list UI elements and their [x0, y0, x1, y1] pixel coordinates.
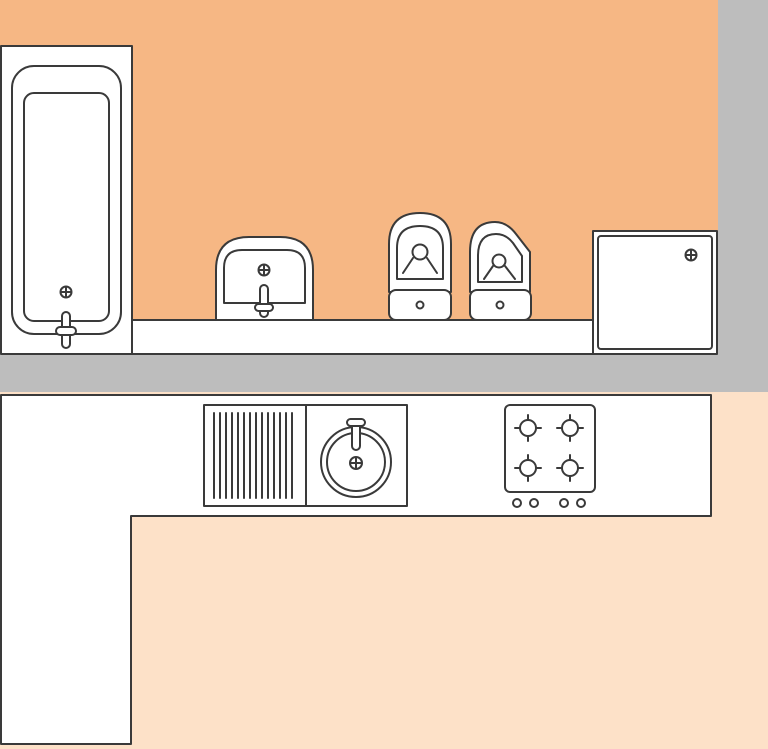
washbasin-icon [215, 236, 314, 321]
bathtub-icon [0, 45, 133, 355]
hob-knob-icon [559, 498, 569, 508]
burner-icon [556, 414, 584, 442]
burner-icon [556, 454, 584, 482]
partition-wall-horizontal [0, 354, 768, 392]
bathroom-counter [131, 319, 595, 355]
toilet-icon [388, 212, 452, 321]
gas-hob-icon [504, 404, 596, 508]
hob-knob-icon [529, 498, 539, 508]
burner-icon [514, 454, 542, 482]
dish-drainer-icon [203, 404, 307, 507]
hob-knob-icon [512, 498, 522, 508]
burner-icon [514, 414, 542, 442]
shower-tray-icon [592, 230, 718, 355]
bidet-icon [469, 221, 532, 321]
hob-knob-icon [576, 498, 586, 508]
partition-wall-vertical [718, 0, 768, 392]
kitchen-sink-icon [305, 404, 408, 507]
